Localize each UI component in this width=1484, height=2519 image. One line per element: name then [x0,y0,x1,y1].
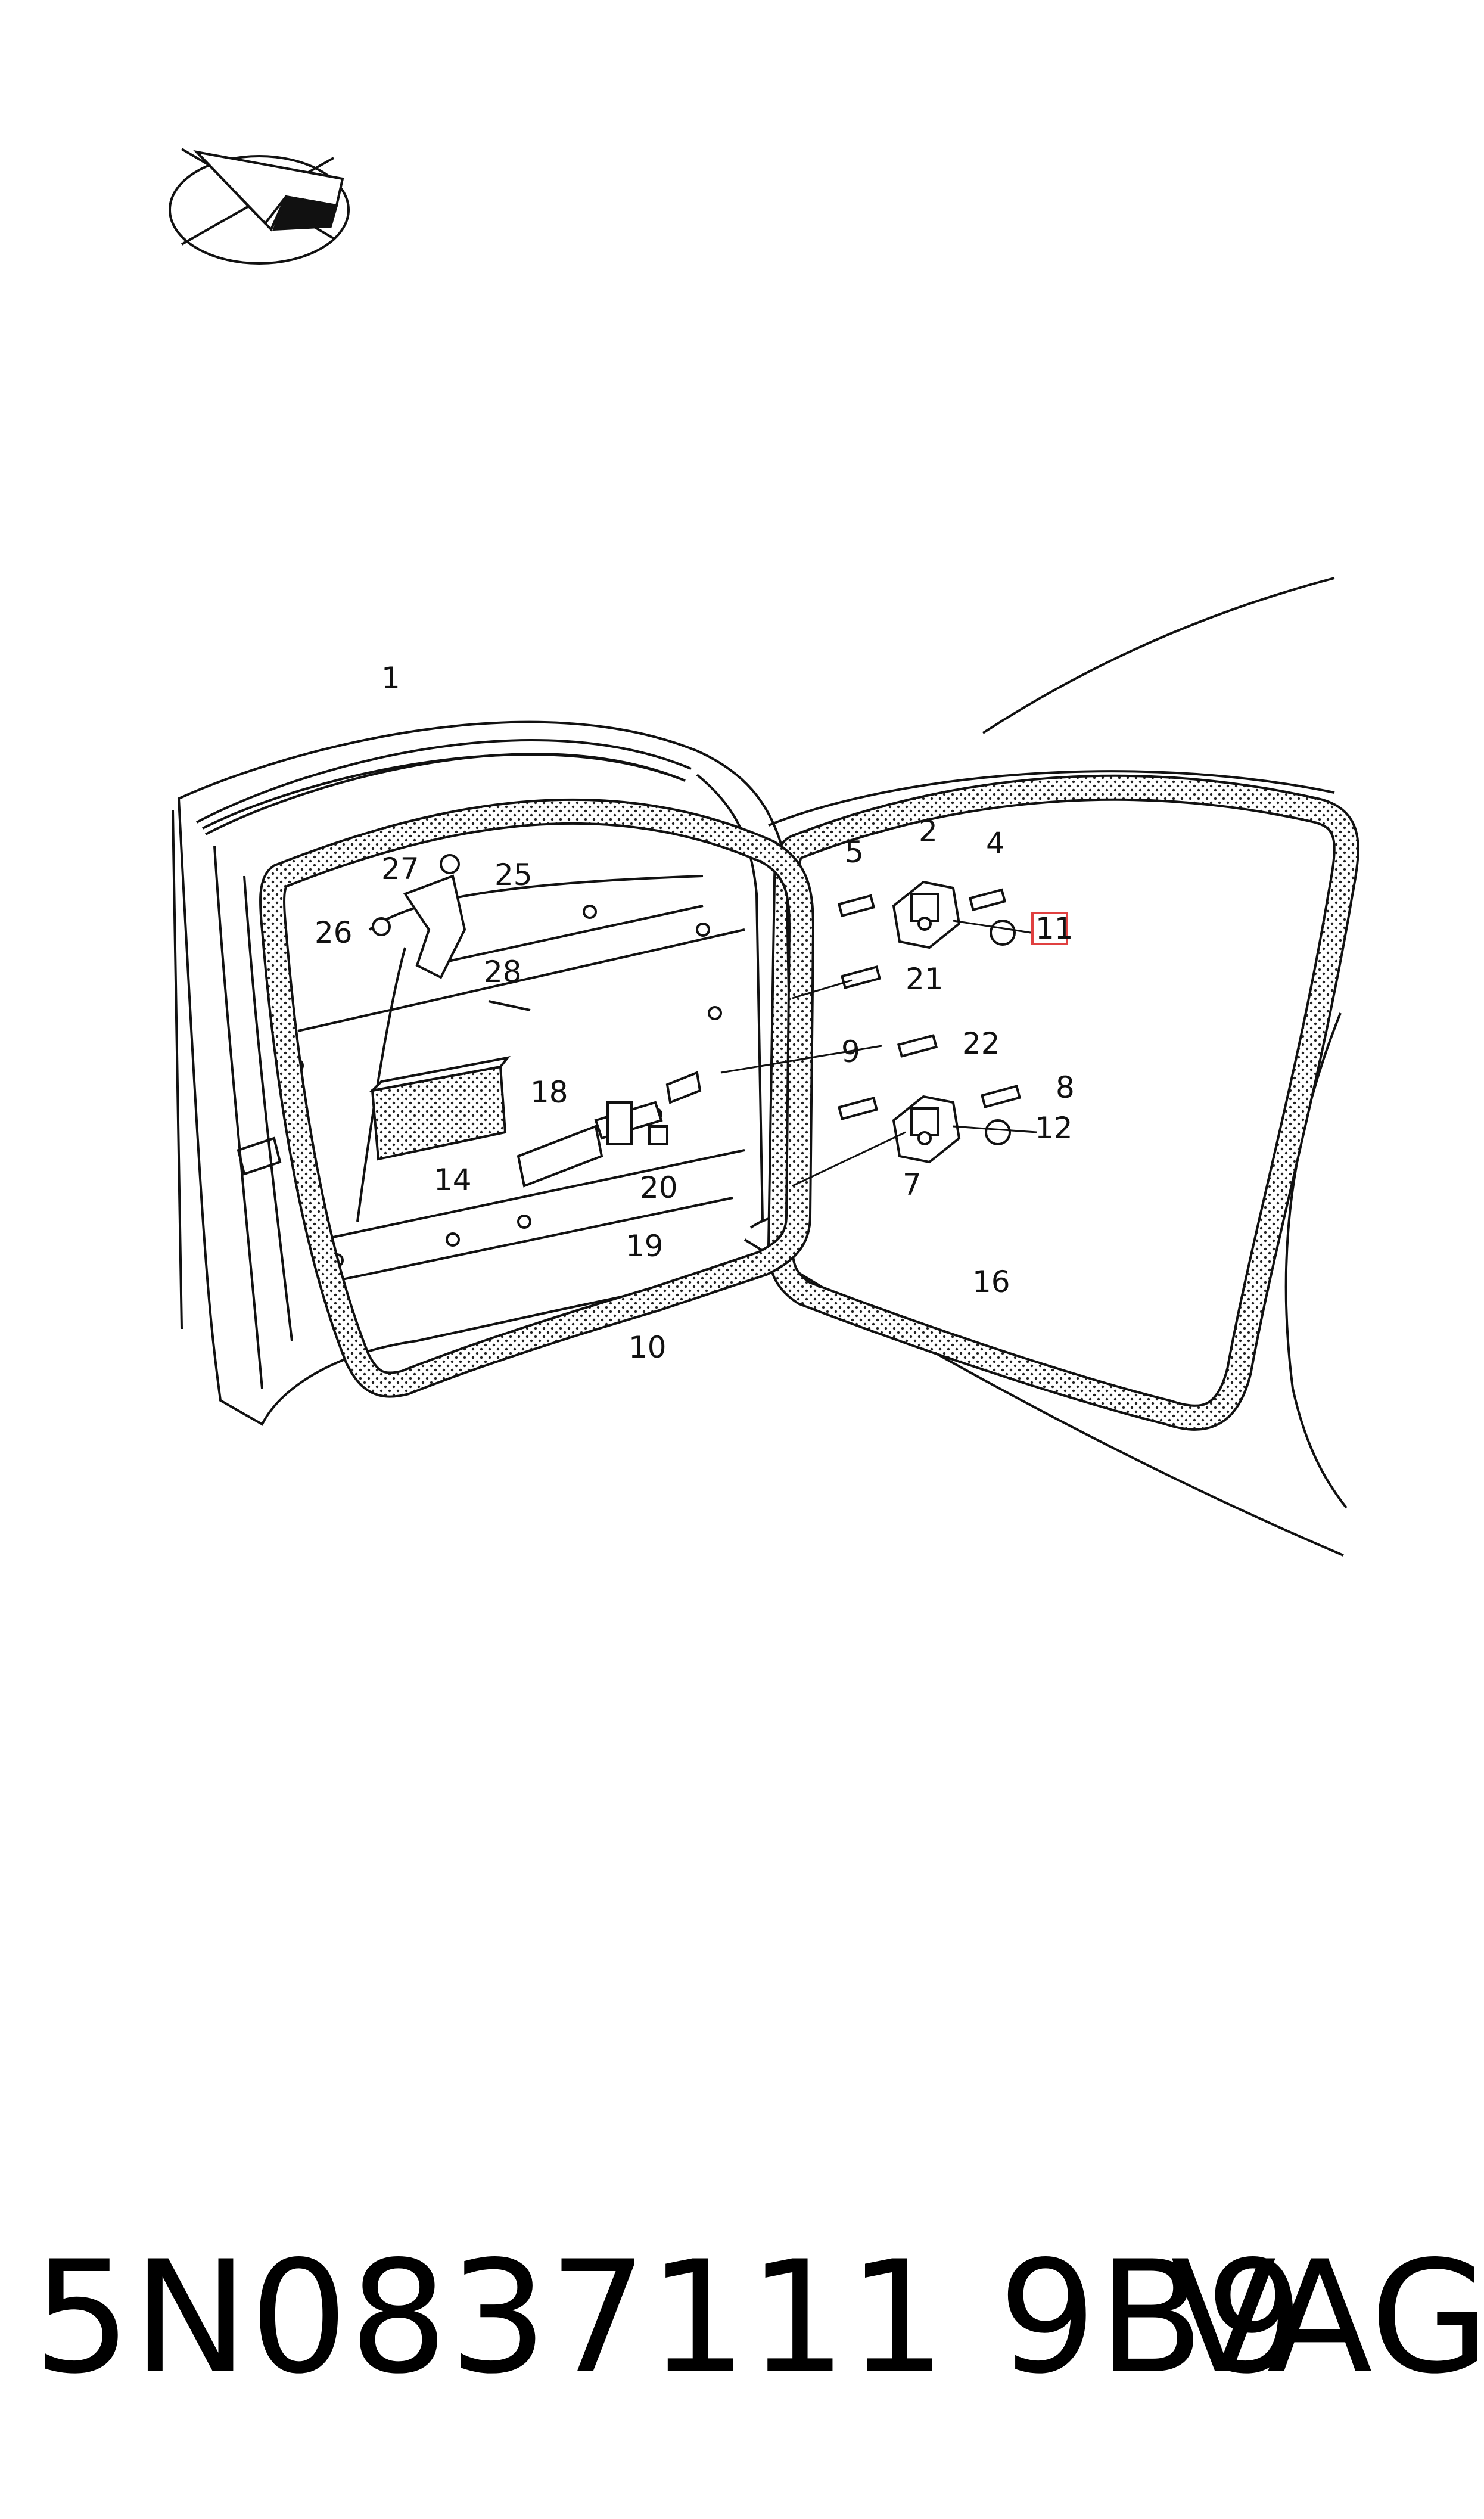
callout-22: 22 [962,1026,1000,1061]
callout-21: 21 [906,962,944,996]
leader-lines [720,920,1037,1187]
door-outer-seal [196,739,692,835]
callout-12: 12 [1035,1111,1073,1145]
callout-9: 9 [841,1035,860,1069]
callout-8: 8 [1056,1070,1075,1105]
callout-labels: 1 2 4 5 7 8 9 10 11 12 14 16 18 19 20 21… [315,661,1075,1365]
callout-1: 1 [381,661,400,695]
orientation-arrow-icon [169,148,350,265]
callout-2: 2 [919,814,938,849]
highlight-box-11 [1031,912,1068,945]
door-opening-seal [767,774,1359,1431]
callout-19: 19 [626,1229,664,1263]
bolts [837,888,1022,1145]
part-number-label: 5N0837111 9B9 [33,2228,1305,2408]
callout-18: 18 [530,1075,568,1110]
callout-27: 27 [381,852,419,886]
callout-16: 16 [972,1265,1010,1299]
lower-hinge [892,1095,961,1164]
callout-4: 4 [986,826,1005,861]
callout-20: 20 [640,1170,678,1205]
callout-5: 5 [845,835,864,869]
brand-label: VAG [1171,2228,1484,2408]
upper-hinge [892,880,961,949]
callout-26: 26 [315,915,353,950]
door-check-assembly [372,854,702,1188]
vehicle-body [743,577,1348,1557]
insulation-pad [369,1056,511,1161]
callout-28: 28 [484,955,522,989]
callout-25: 25 [494,858,533,892]
callout-7: 7 [903,1167,922,1202]
callout-11: 11 [1035,911,1074,946]
callout-14: 14 [434,1163,472,1197]
door-inner-seal [259,798,815,1398]
callout-10: 10 [629,1330,667,1365]
